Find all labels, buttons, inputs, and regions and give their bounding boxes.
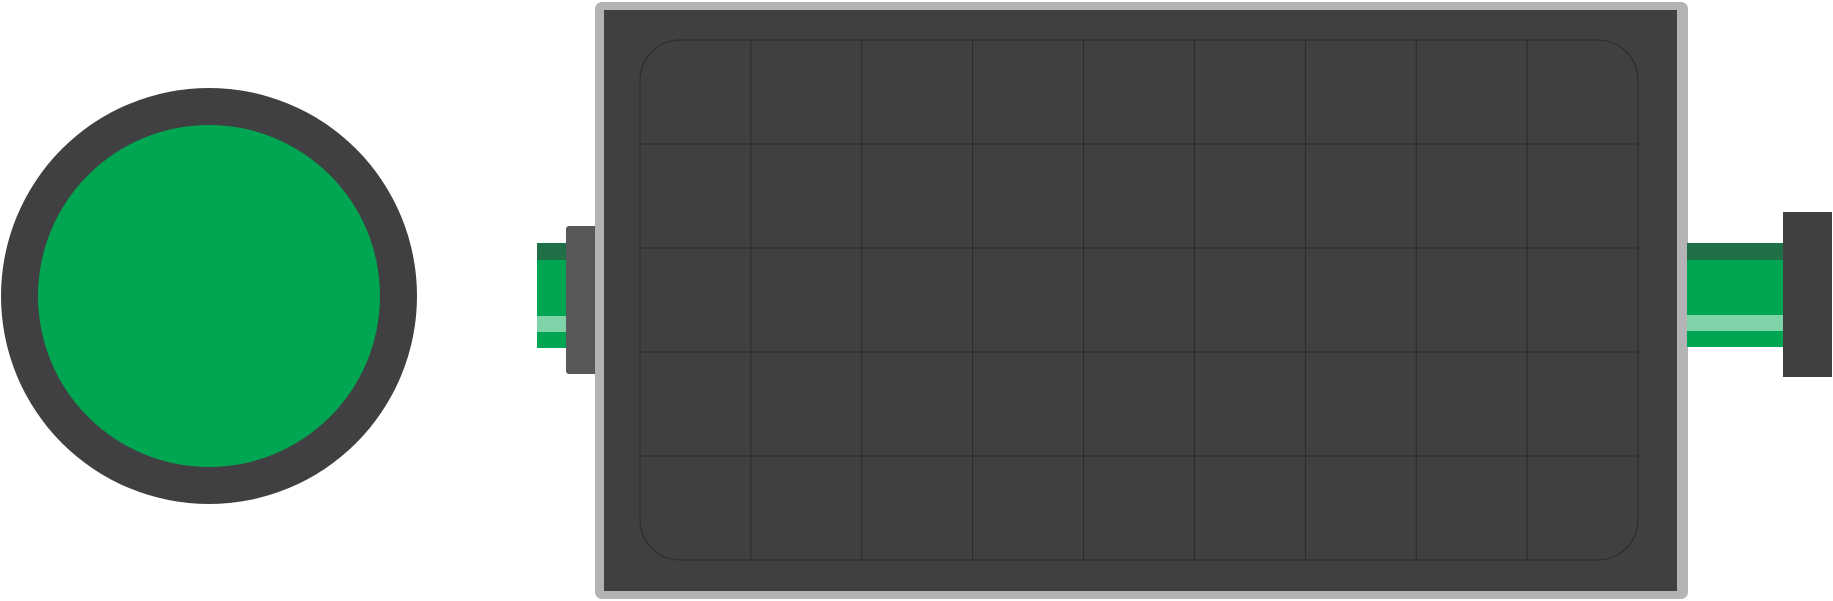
round-button-cap bbox=[38, 125, 380, 467]
right-connector-cap bbox=[1783, 212, 1832, 377]
round-button bbox=[1, 88, 417, 504]
solar-panel bbox=[595, 2, 1688, 599]
right-connector bbox=[1687, 212, 1832, 377]
left-connector bbox=[537, 226, 600, 374]
left-connector-cap bbox=[566, 226, 600, 374]
right-connector-stripe-light bbox=[1687, 315, 1785, 331]
left-connector-stripe-light bbox=[537, 316, 569, 332]
left-connector-stripe-dark bbox=[537, 243, 569, 260]
right-connector-stripe-dark bbox=[1687, 243, 1785, 260]
solar-panel-cell-area bbox=[639, 39, 1639, 561]
solar-panel-grid bbox=[640, 40, 1638, 560]
